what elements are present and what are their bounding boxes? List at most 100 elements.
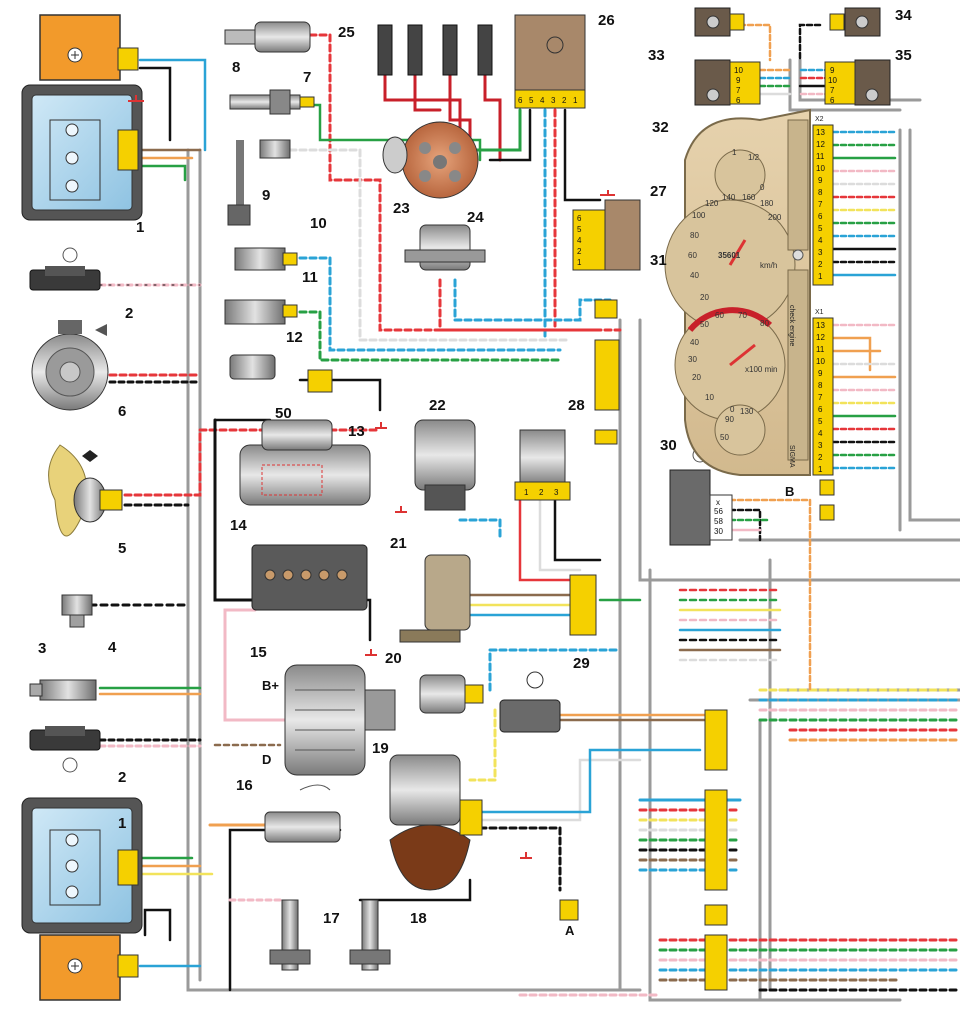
x2-pin-8: 8 xyxy=(818,188,823,197)
conn26-pin-2: 2 xyxy=(562,96,567,105)
terminal-d: D xyxy=(262,752,271,767)
wiper-motor xyxy=(389,754,483,891)
conn26-pin-3: 3 xyxy=(551,96,556,105)
temp-130: 130 xyxy=(740,407,754,416)
component-11 xyxy=(224,299,298,325)
battery xyxy=(251,544,368,611)
x1-pin-10: 10 xyxy=(816,357,825,366)
sensor-4 xyxy=(61,594,93,628)
callout-28: 28 xyxy=(568,397,585,414)
switch-34 xyxy=(829,7,881,37)
callout-26: 26 xyxy=(598,12,615,29)
callout-14: 14 xyxy=(230,517,247,534)
x1-pin-2: 2 xyxy=(818,453,823,462)
sw35-pin-10: 10 xyxy=(828,76,837,85)
callout-34: 34 xyxy=(895,7,912,24)
module-27 xyxy=(572,199,641,271)
callout-33: 33 xyxy=(648,47,665,64)
temp-50: 50 xyxy=(720,433,729,442)
callout-35: 35 xyxy=(895,47,912,64)
relay28-pin-1: 1 xyxy=(524,488,529,497)
callout-22: 22 xyxy=(429,397,446,414)
callout-10: 10 xyxy=(310,215,327,232)
callout-20: 20 xyxy=(385,650,402,667)
tacho-80: 80 xyxy=(760,319,769,328)
callout-29: 29 xyxy=(573,655,590,672)
spark-plugs xyxy=(377,24,493,76)
component-21 xyxy=(399,554,597,643)
x1-pin-8: 8 xyxy=(818,381,823,390)
callout-7: 7 xyxy=(303,69,311,86)
distributor xyxy=(382,121,486,271)
instrument-cluster xyxy=(664,108,811,476)
conn26-pin-6: 6 xyxy=(518,96,523,105)
sw35-pin-9: 9 xyxy=(830,66,835,75)
relay-pin-30: 30 xyxy=(714,527,723,536)
fuel-1: 1 xyxy=(732,148,737,157)
component-17 xyxy=(269,899,311,971)
tacho-10: 10 xyxy=(705,393,714,402)
component-18 xyxy=(349,899,391,971)
x2-pin-3: 3 xyxy=(818,248,823,257)
tacho-60: 60 xyxy=(715,311,724,320)
callout-2a: 2 xyxy=(125,305,133,322)
horn xyxy=(31,320,109,411)
conn27-pin-5: 5 xyxy=(577,225,582,234)
sw32-pin-6: 6 xyxy=(736,96,741,105)
x1-pin-12: 12 xyxy=(816,333,825,342)
sensor-3 xyxy=(29,679,97,701)
x1-pin-11: 11 xyxy=(816,345,825,354)
component-20 xyxy=(419,674,484,714)
speedo-60: 60 xyxy=(688,251,697,260)
conn26-pin-1: 1 xyxy=(573,96,578,105)
relay-30 xyxy=(669,447,733,546)
switch-33 xyxy=(694,7,745,37)
fuel-0: 0 xyxy=(760,183,765,192)
gauge-labels: 20 40 60 80 100 120 140 160 180 200 km/h… xyxy=(688,148,795,468)
relay-pin-58: 58 xyxy=(714,517,723,526)
tacho-30: 30 xyxy=(688,355,697,364)
module-26 xyxy=(514,14,586,109)
callout-8: 8 xyxy=(232,59,240,76)
conn27-pin-6: 6 xyxy=(577,214,582,223)
relay28-pin-2: 2 xyxy=(539,488,544,497)
brake-pad-sensor-top xyxy=(29,247,101,291)
component-10 xyxy=(234,247,298,271)
speedo-200: 200 xyxy=(768,213,782,222)
headlight-unit-bottom xyxy=(21,797,143,1001)
cluster-brand: SIGMA xyxy=(788,445,795,468)
x2-pin-7: 7 xyxy=(818,200,823,209)
callout-4: 4 xyxy=(108,639,117,656)
component-9 xyxy=(227,139,291,226)
tacho-70: 70 xyxy=(738,311,747,320)
relay-28 xyxy=(514,429,571,501)
sw32-pin-10: 10 xyxy=(734,66,743,75)
conn26-pin-4: 4 xyxy=(540,96,545,105)
x2-pin-6: 6 xyxy=(818,212,823,221)
connector-pin-labels: 13 12 11 10 9 8 7 6 5 4 3 2 1 13 12 11 1… xyxy=(518,66,837,497)
label-x1: X1 xyxy=(815,309,824,316)
speedo-20: 20 xyxy=(700,293,709,302)
tacho-unit: x100 min xyxy=(745,365,777,374)
switch-32 xyxy=(694,59,761,106)
callout-21: 21 xyxy=(390,535,407,552)
callout-31: 31 xyxy=(650,252,667,269)
x1-pin-9: 9 xyxy=(818,369,823,378)
callout-1a: 1 xyxy=(136,219,144,236)
callout-50: 50 xyxy=(275,405,292,422)
x2-pin-12: 12 xyxy=(816,140,825,149)
component-12 xyxy=(229,354,333,393)
wire-harness xyxy=(88,23,960,1002)
component-22 xyxy=(414,419,476,511)
alternator xyxy=(284,664,396,776)
check-engine-label: check engine xyxy=(788,305,795,346)
terminal-b: B xyxy=(785,484,794,499)
speedo-120: 120 xyxy=(705,199,719,208)
callout-25: 25 xyxy=(338,24,355,41)
component-29 xyxy=(499,671,561,733)
speed-unit: km/h xyxy=(760,261,777,270)
speedo-160: 160 xyxy=(742,193,756,202)
callout-1b: 1 xyxy=(118,815,126,832)
x1-pin-4: 4 xyxy=(818,429,823,438)
speedo-100: 100 xyxy=(692,211,706,220)
